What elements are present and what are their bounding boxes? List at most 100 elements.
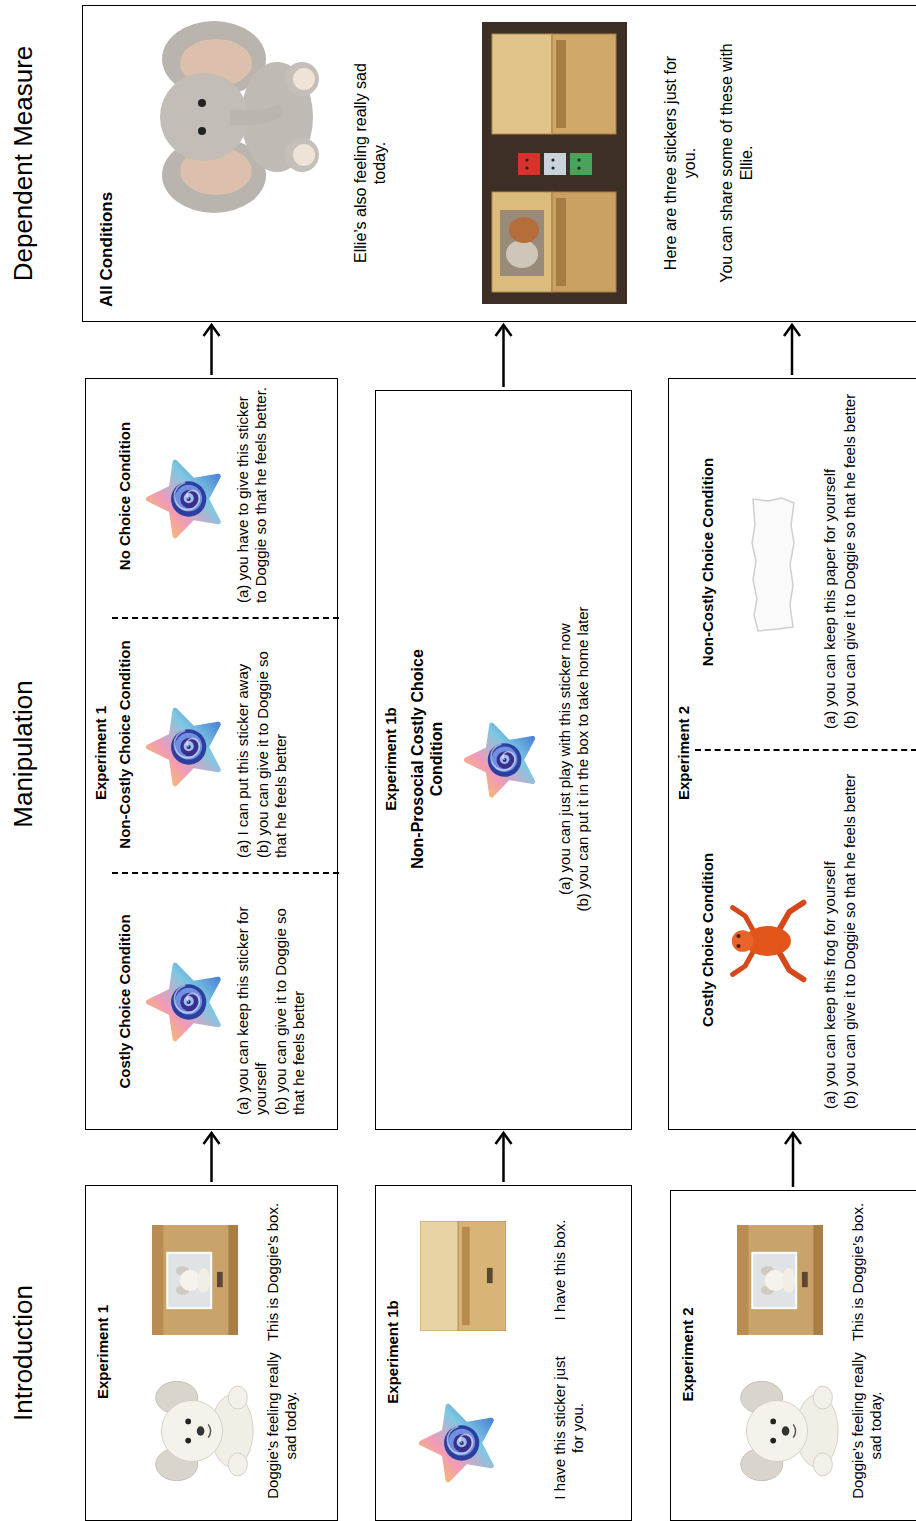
condition-title: Costly Choice Condition: [699, 755, 717, 1125]
option-text: (a) you can keep this frog for yourself: [821, 769, 839, 1109]
arrow-head: [204, 325, 220, 336]
doggie-box: [152, 1225, 238, 1335]
star-sticker: [421, 1406, 491, 1479]
arrow-head: [204, 1133, 220, 1144]
caption-text: I have this box.: [551, 1200, 569, 1340]
section-heading: Manipulation: [8, 378, 39, 1130]
arrow-connector: [785, 1133, 801, 1187]
boxes-photo: [482, 22, 627, 304]
option-text: (b) you can put it in the box to take ho…: [574, 509, 592, 1009]
text-column: (a) you can keep this paper for yourself…: [821, 393, 859, 729]
section-heading: Introduction: [8, 1185, 39, 1521]
text-column: Non-Prosocial Costly Choice Condition: [408, 629, 446, 889]
option-text: (a) you can just play with this sticker …: [556, 509, 574, 1009]
text-column: Non-Costly Choice Condition: [116, 621, 134, 868]
section-heading: Dependent Measure: [8, 5, 39, 322]
doggie-plush: [741, 1381, 838, 1480]
arrow-connector: [496, 1133, 512, 1182]
option-text: (a) I can put this sticker away: [234, 626, 252, 858]
condition-panel: Non-Costly Choice Condition (a) you can k…: [695, 377, 916, 751]
panel-box: Experiment 2 Doggie’s feeling really sad …: [670, 1190, 916, 1521]
text-column: Experiment 2: [679, 1189, 697, 1520]
experiment-heading: Experiment 1b: [382, 389, 400, 1129]
text-column: This is Doggie’s box.: [849, 1202, 867, 1342]
panel-box: Experiment 1 Costly Choice Condition (a) y…: [85, 378, 338, 1130]
option-text: (b) you can give it to Doggie so that he…: [841, 769, 859, 1109]
elephant-plush: [160, 21, 319, 213]
text-column: I have this box.: [551, 1200, 569, 1340]
panel-box: Experiment 2 Costly Choice Condition (a) y…: [668, 378, 916, 1130]
text-column: Non-Costly Choice Condition: [699, 379, 717, 745]
connector-line: [792, 1133, 795, 1187]
caption-text: This is Doggie’s box.: [849, 1202, 867, 1342]
connector-line: [502, 325, 505, 387]
option-text: (b) you can give it to Doggie so that he…: [272, 883, 308, 1115]
condition-panel: Costly Choice Condition (a) you can keep …: [112, 874, 339, 1129]
text-column: I have this sticker just for you.: [551, 1348, 587, 1508]
experiment-heading: Experiment 1b: [384, 1184, 402, 1520]
text-column: Costly Choice Condition: [699, 755, 717, 1125]
arrow-connector: [784, 325, 800, 375]
condition-panel: No Choice Condition (a) you have to give …: [112, 377, 339, 619]
text-column: Experiment 2: [675, 377, 693, 1129]
star-sticker: [148, 710, 218, 783]
arrow-connector: [204, 325, 220, 375]
wooden-box: [420, 1221, 506, 1331]
option-text: (a) you can keep this sticker for yourse…: [234, 883, 270, 1115]
experiment-heading: Experiment 2: [675, 377, 693, 1129]
arrow-head: [785, 1133, 801, 1144]
star-sticker: [148, 462, 218, 535]
caption-text: Doggie’s feeling really sad today.: [849, 1343, 885, 1508]
text-column: Experiment 1: [94, 1184, 112, 1520]
text-column: Here are three stickers just for you. You…: [661, 43, 756, 283]
arrow-head: [496, 325, 512, 336]
condition-title: Non-Costly Choice Condition: [116, 621, 134, 868]
arrow-connector: [204, 1133, 220, 1182]
caption-text: Here are three stickers just for you.: [661, 43, 699, 283]
option-text: (b) you can give it to Doggie so that he…: [254, 626, 290, 858]
star-sticker: [148, 965, 218, 1038]
text-column: Experiment 1b: [384, 1184, 402, 1520]
condition-title: All Conditions: [97, 137, 117, 307]
caption-text: Ellie’s also feeling really sad today.: [351, 43, 389, 283]
caption-text: I have this sticker just for you.: [551, 1348, 587, 1508]
panel-box: Experiment 1 Doggie’s feeling really sad …: [85, 1185, 338, 1521]
condition-title: Costly Choice Condition: [116, 878, 134, 1125]
caption-text: This is Doggie’s box.: [264, 1202, 282, 1342]
text-column: (a) you can keep this frog for yourself(…: [821, 769, 859, 1109]
text-column: (a) you can keep this sticker for yourse…: [234, 883, 308, 1115]
arrow-head: [784, 325, 800, 336]
connector-line: [791, 325, 794, 375]
doggie-plush: [156, 1381, 253, 1480]
panel-box: Experiment 1b Non-Prosocial Costly Choice…: [375, 390, 632, 1130]
arrow-head: [496, 1133, 512, 1144]
text-column: Costly Choice Condition: [116, 878, 134, 1125]
experiment-heading: Experiment 1: [92, 377, 110, 1129]
text-column: Experiment 1: [92, 377, 110, 1129]
caption-text: You can share some of these with Ellie.: [717, 43, 755, 283]
connector-line: [210, 325, 213, 375]
frog-toy: [732, 903, 804, 980]
text-column: Experiment 1b: [382, 389, 400, 1129]
text-column: (a) you can just play with this sticker …: [556, 509, 592, 1009]
paper-scrap: [752, 498, 794, 631]
text-column: (a) you have to give this sticker to Dog…: [234, 383, 270, 603]
text-column: Doggie’s feeling really sad today.: [264, 1343, 300, 1508]
text-column: No Choice Condition: [116, 379, 134, 613]
caption-text: Doggie’s feeling really sad today.: [264, 1343, 300, 1508]
text-column: Doggie’s feeling really sad today.: [849, 1343, 885, 1508]
text-column: (a) I can put this sticker away(b) you c…: [234, 626, 290, 858]
panel-box: Experiment 1b I have this sticker just fo…: [375, 1185, 632, 1521]
connector-line: [210, 1133, 213, 1182]
experiment-heading: Experiment 1: [94, 1184, 112, 1520]
doggie-box: [737, 1225, 823, 1335]
panel-box: All Conditions Ellie’s also feeling reall…: [82, 5, 916, 322]
condition-title: Non-Costly Choice Condition: [699, 379, 717, 745]
text-column: Ellie’s also feeling really sad today.: [351, 43, 389, 283]
option-text: (a) you have to give this sticker to Dog…: [234, 383, 270, 603]
condition-panel: Costly Choice Condition (a) you can keep …: [695, 751, 916, 1129]
text-column: This is Doggie’s box.: [264, 1202, 282, 1342]
